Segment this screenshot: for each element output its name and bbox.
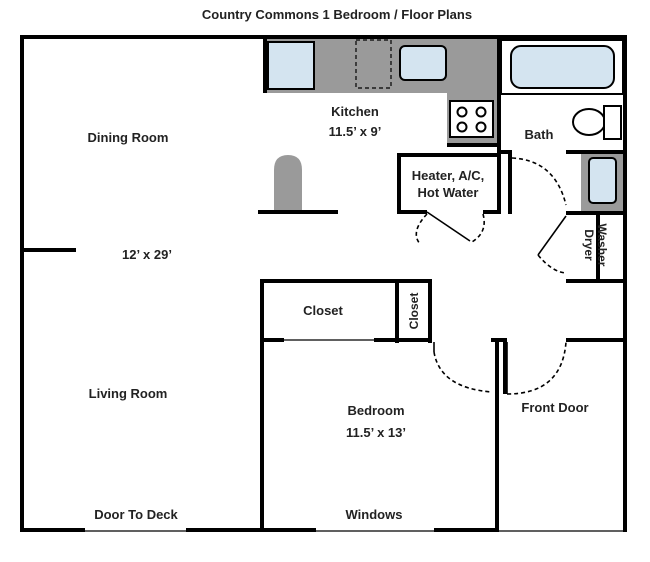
front-door bbox=[506, 341, 567, 395]
bedroom-label: Bedroom bbox=[347, 403, 404, 418]
windows-label: Windows bbox=[346, 507, 403, 522]
bath-vanity bbox=[581, 150, 625, 212]
kitchen-sink bbox=[399, 45, 447, 81]
kitchen-size: 11.5’ x 9’ bbox=[329, 124, 382, 139]
refrigerator bbox=[267, 41, 315, 90]
plan-title: Country Commons 1 Bedroom / Floor Plans bbox=[202, 7, 472, 22]
dishwasher bbox=[355, 39, 392, 89]
front-door-label: Front Door bbox=[521, 400, 588, 415]
toilet bbox=[572, 105, 622, 140]
bath-label: Bath bbox=[525, 127, 554, 142]
washer-dryer-door bbox=[537, 215, 567, 274]
kitchen-label: Kitchen bbox=[331, 104, 379, 119]
heater-label-line1: Heater, A/C, bbox=[412, 168, 485, 183]
bedroom-size: 11.5’ x 13’ bbox=[346, 425, 406, 440]
walls bbox=[20, 35, 627, 532]
kitchen-bar bbox=[258, 155, 338, 214]
deck-door-label: Door To Deck bbox=[94, 507, 178, 522]
living-room-label: Living Room bbox=[89, 386, 168, 401]
dining-room-label: Dining Room bbox=[88, 130, 169, 145]
heater-closet-door bbox=[415, 211, 485, 245]
washer-label: Washer bbox=[595, 224, 609, 267]
bedroom-door bbox=[433, 342, 493, 393]
closet-label: Closet bbox=[303, 303, 343, 318]
side-closet-label: Closet bbox=[407, 293, 421, 330]
bathtub bbox=[500, 39, 624, 95]
dryer-label: Dryer bbox=[582, 229, 596, 261]
bath-door bbox=[511, 157, 567, 206]
heater-label-line2: Hot Water bbox=[418, 185, 479, 200]
stove bbox=[449, 100, 494, 138]
living-dims-label: 12’ x 29’ bbox=[122, 247, 172, 262]
